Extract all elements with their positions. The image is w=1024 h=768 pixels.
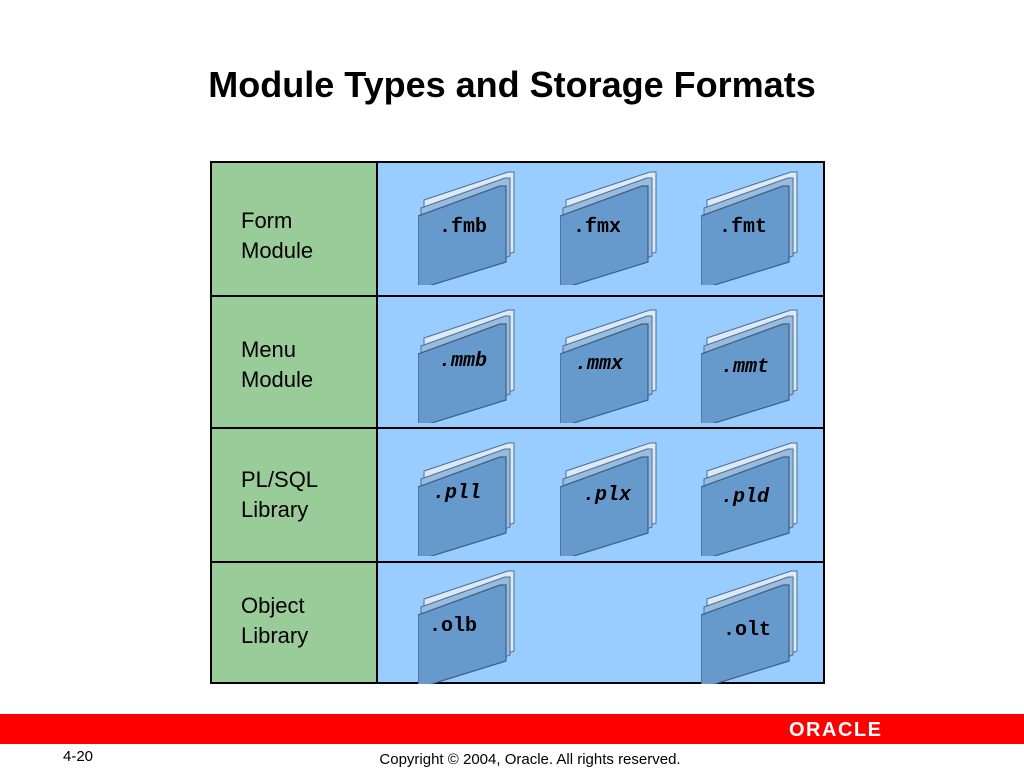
row-label-line2: Library: [241, 497, 309, 522]
row-label: PL/SQL Library: [241, 465, 318, 525]
file-extension: .mmx: [575, 353, 624, 376]
row-label-cell: Menu Module: [212, 297, 378, 427]
footer-bar: [0, 714, 1024, 744]
row-label-line2: Module: [241, 238, 314, 263]
page-number: 4-20: [63, 748, 94, 765]
folder-icon: [560, 308, 660, 423]
file-extension: .fmb: [439, 216, 488, 239]
folder-icon: [701, 441, 801, 556]
folder-icon: [560, 170, 660, 285]
row-label-line1: Form: [241, 208, 293, 233]
file-extension: .mmt: [721, 356, 770, 379]
files-cell: .olb .olt: [378, 563, 823, 684]
file-extension: .olb: [429, 615, 478, 638]
row-label-line1: PL/SQL: [241, 467, 319, 492]
file-extension: .fmx: [573, 216, 622, 239]
row-label: Form Module: [241, 206, 313, 266]
folder-icon: [418, 569, 518, 684]
table-row-menu-module: Menu Module .mmb .mmx .mmt: [212, 297, 823, 429]
file-extension: .fmt: [719, 216, 768, 239]
file-extension: .pll: [433, 482, 482, 505]
row-label-line1: Menu: [241, 337, 297, 362]
folder-icon: [701, 170, 801, 285]
table-row-form-module: Form Module .fmb .fmx .fmt: [212, 163, 823, 297]
slide-title: Module Types and Storage Formats: [208, 64, 816, 105]
files-cell: .fmb .fmx .fmt: [378, 163, 823, 295]
folder-icon: [418, 441, 518, 556]
folder-icon: [701, 569, 801, 684]
files-cell: .mmb .mmx .mmt: [378, 297, 823, 427]
folder-icon: [418, 170, 518, 285]
row-label: Object Library: [241, 591, 308, 651]
module-format-table: Form Module .fmb .fmx .fmt Menu Module .…: [210, 161, 825, 684]
folder-icon: [560, 441, 660, 556]
file-extension: .pld: [721, 486, 770, 509]
folder-icon: [418, 308, 518, 423]
row-label-line1: Object: [241, 593, 305, 618]
copyright-text: Copyright © 2004, Oracle. All rights res…: [379, 751, 681, 768]
row-label-cell: Object Library: [212, 563, 378, 682]
row-label: Menu Module: [241, 335, 313, 395]
oracle-logo: ORACLE: [789, 717, 915, 741]
file-extension: .mmb: [439, 350, 488, 373]
row-label-cell: PL/SQL Library: [212, 429, 378, 561]
file-extension: .olt: [723, 619, 772, 642]
table-row-plsql-library: PL/SQL Library .pll .plx .pld: [212, 429, 823, 563]
row-label-line2: Library: [241, 623, 309, 648]
files-cell: .pll .plx .pld: [378, 429, 823, 561]
row-label-line2: Module: [241, 367, 314, 392]
file-extension: .plx: [583, 484, 632, 507]
row-label-cell: Form Module: [212, 163, 378, 295]
folder-icon: [701, 308, 801, 423]
copyright-notice: Copyright © 2004, Oracle. All rights res…: [0, 751, 1024, 768]
oracle-logo-text: ORACLE: [789, 719, 882, 741]
table-row-object-library: Object Library .olb .olt: [212, 563, 823, 684]
